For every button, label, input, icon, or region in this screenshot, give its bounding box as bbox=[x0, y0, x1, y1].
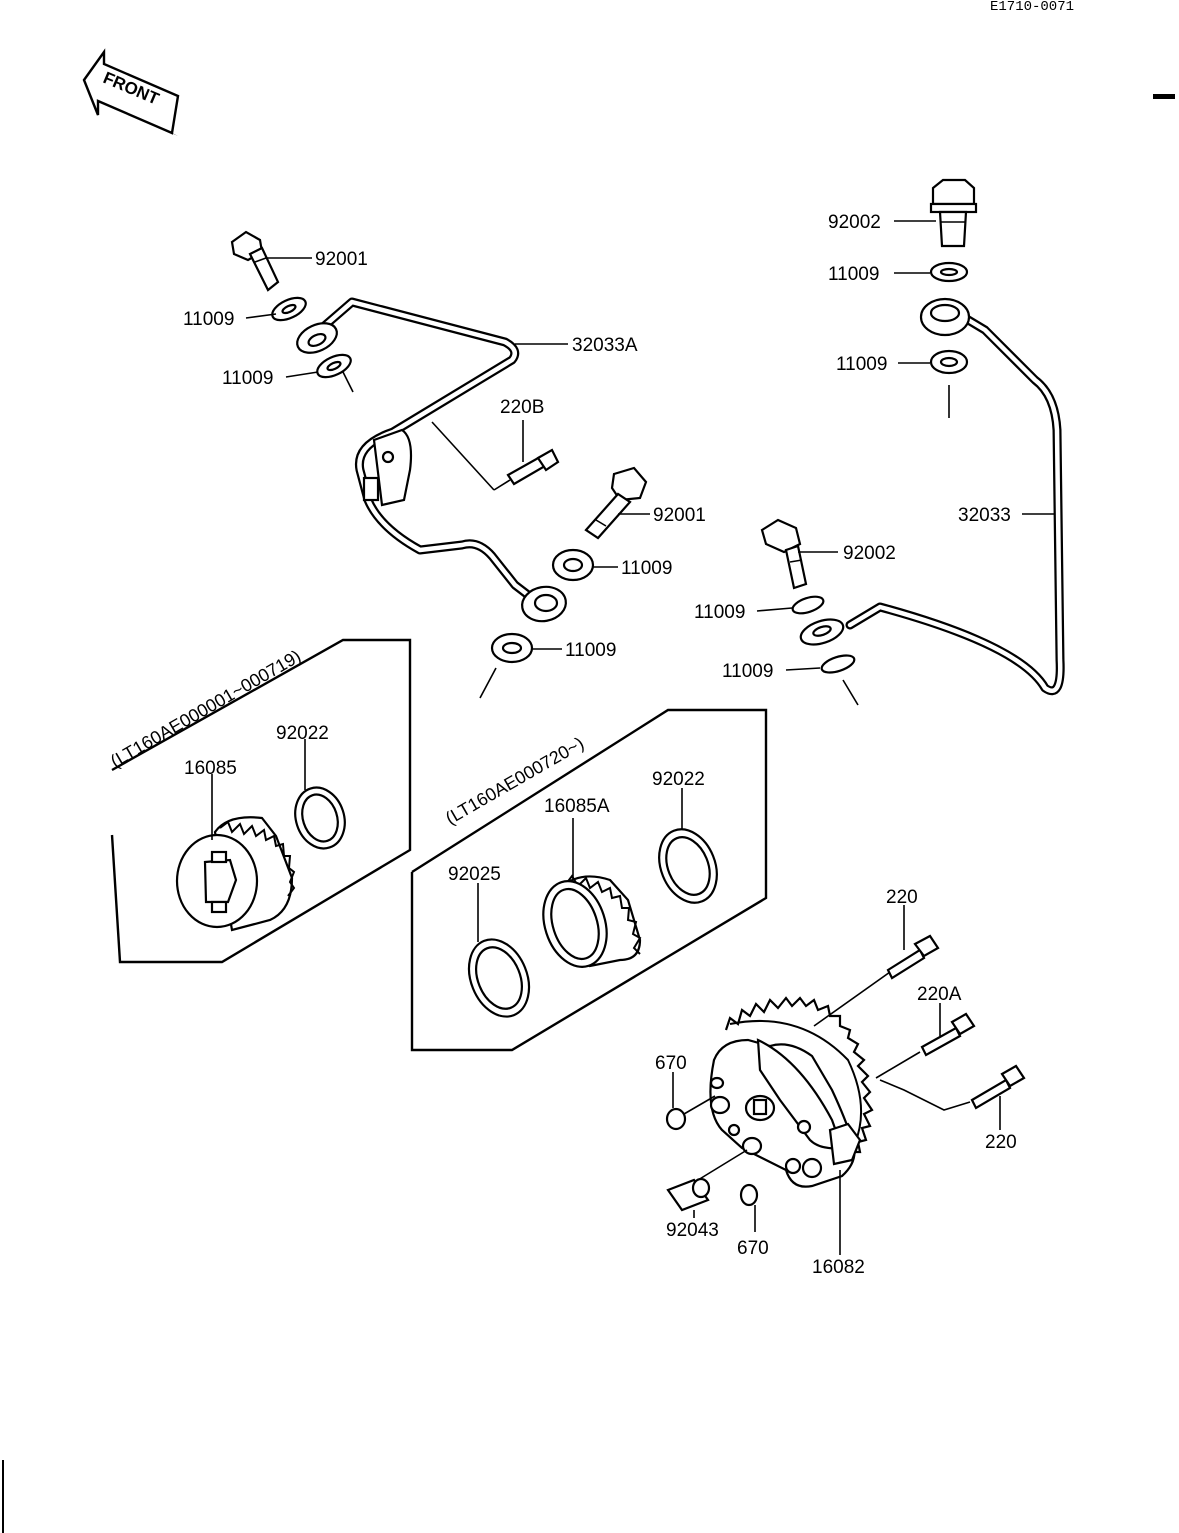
washer-11009-g bbox=[791, 595, 825, 615]
label-16085A: 16085A bbox=[544, 796, 610, 817]
gear-16085 bbox=[175, 816, 296, 932]
label-11009-h: 11009 bbox=[722, 661, 773, 682]
bolt-220-upper bbox=[886, 934, 940, 980]
gear-16085A bbox=[542, 874, 642, 968]
bolt-220-right bbox=[970, 1064, 1026, 1110]
bolt-220A bbox=[920, 1012, 976, 1057]
margin-mark bbox=[1153, 94, 1175, 99]
label-11009-a: 11009 bbox=[183, 309, 234, 330]
label-92001-lower: 92001 bbox=[653, 505, 706, 526]
label-220B: 220B bbox=[500, 397, 544, 418]
label-11009-f: 11009 bbox=[836, 354, 887, 375]
document-code: E1710-0071 bbox=[990, 0, 1074, 15]
o-ring-670-bottom bbox=[739, 1183, 759, 1207]
label-220-right: 220 bbox=[985, 1132, 1017, 1153]
label-670-left: 670 bbox=[655, 1053, 687, 1074]
washer-11009-h bbox=[820, 654, 856, 674]
label-220-upper: 220 bbox=[886, 887, 918, 908]
label-11009-e: 11009 bbox=[828, 264, 879, 285]
label-92002-lower: 92002 bbox=[843, 543, 896, 564]
ring-92025 bbox=[467, 938, 531, 1018]
label-16085: 16085 bbox=[184, 758, 237, 779]
label-670-bottom: 670 bbox=[737, 1238, 769, 1259]
label-11009-g: 11009 bbox=[694, 602, 745, 623]
label-11009-d: 11009 bbox=[565, 640, 616, 661]
label-92002-upper: 92002 bbox=[828, 212, 881, 233]
ring-92022-late bbox=[658, 828, 718, 904]
front-arrow-icon: FRONT bbox=[82, 48, 180, 136]
oil-pipe-32033A bbox=[296, 297, 567, 623]
o-ring-670-left bbox=[665, 1107, 687, 1131]
label-92025: 92025 bbox=[448, 864, 501, 885]
ring-92022-early bbox=[294, 786, 346, 850]
label-220A: 220A bbox=[917, 984, 962, 1005]
banjo-bolt-92002-upper bbox=[929, 178, 978, 248]
bolt-220B bbox=[506, 448, 560, 486]
label-11009-c: 11009 bbox=[621, 558, 672, 579]
banjo-bolt-92001-upper bbox=[230, 230, 280, 292]
oil-pipe-32033 bbox=[799, 297, 1065, 696]
label-11009-b: 11009 bbox=[222, 368, 273, 389]
serial-range-early: (LT160AE000001~000719) bbox=[107, 646, 304, 771]
label-92022-late: 92022 bbox=[652, 769, 705, 790]
dowel-pin-92043 bbox=[666, 1177, 711, 1212]
label-92022-early: 92022 bbox=[276, 723, 329, 744]
label-32033: 32033 bbox=[958, 505, 1011, 526]
label-32033A: 32033A bbox=[572, 335, 638, 356]
banjo-bolt-92002-lower bbox=[760, 518, 808, 590]
label-92043: 92043 bbox=[666, 1220, 719, 1241]
banjo-bolt-92001-lower bbox=[584, 466, 648, 540]
label-16082: 16082 bbox=[812, 1257, 865, 1278]
label-92001-upper: 92001 bbox=[315, 249, 368, 270]
